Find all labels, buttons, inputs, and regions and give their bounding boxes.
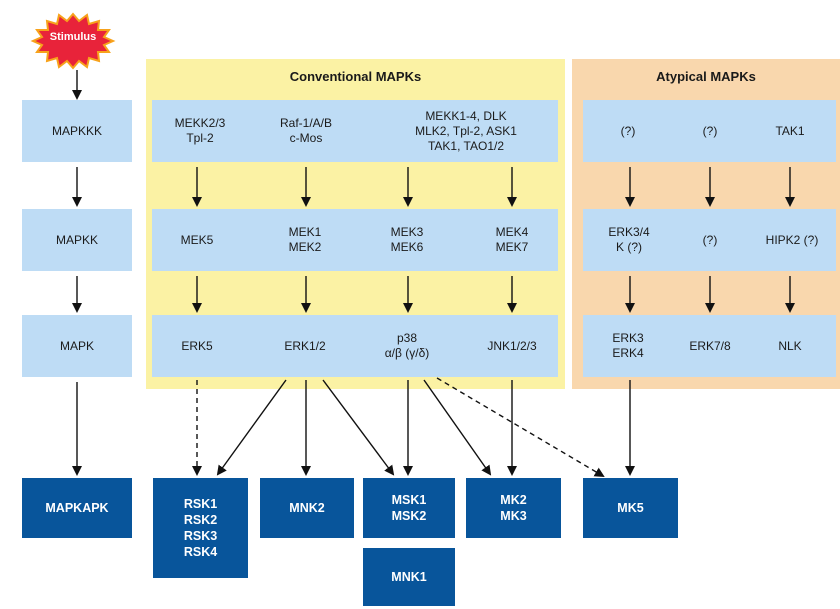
atypical-mapkkk-unknown-1: (?) — [620, 123, 636, 138]
mapk-p38: p38 α/β (γ/δ) — [384, 331, 430, 360]
stimulus-label: Stimulus — [49, 31, 97, 43]
mapk-jnk123: JNK1/2/3 — [487, 338, 537, 353]
atypical-mapkk-row — [583, 209, 836, 271]
atypical-mapkk-erk34k: ERK3/4 K (?) — [608, 225, 650, 254]
level-mapkk-label: MAPKK — [22, 209, 132, 271]
conventional-mapkk-row — [152, 209, 558, 271]
target-mk23: MK2 MK3 — [466, 478, 561, 538]
mapk-erk12: ERK1/2 — [284, 338, 326, 353]
conventional-mapkkk-row — [152, 100, 558, 162]
atypical-mapkk-unknown: (?) — [702, 232, 718, 247]
mapkk-mek47: MEK4 MEK7 — [495, 225, 529, 254]
level-mapkkk-label: MAPKKK — [22, 100, 132, 162]
mapkkk-raf: Raf-1/A/B c-Mos — [279, 116, 333, 145]
atypical-mapk-nlk: NLK — [778, 338, 802, 353]
target-msk12: MSK1 MSK2 — [363, 478, 455, 538]
dashed-arrow-p38-to-mk5 — [436, 377, 605, 478]
atypical-mapk-erk78: ERK7/8 — [689, 338, 731, 353]
atypical-mapk-row — [583, 315, 836, 377]
atypical-mapks-title: Atypical MAPKs — [656, 69, 756, 84]
target-mnk2: MNK2 — [260, 478, 354, 538]
mapkkk-mekk14-group: MEKK1-4, DLK MLK2, Tpl-2, ASK1 TAK1, TAO… — [415, 108, 517, 153]
stimulus-burst-icon — [30, 12, 116, 70]
mapkk-mek5: MEK5 — [180, 232, 214, 247]
mapkk-mek12: MEK1 MEK2 — [288, 225, 322, 254]
target-mk5: MK5 — [583, 478, 678, 538]
conventional-mapks-title: Conventional MAPKs — [289, 69, 422, 84]
target-rsk1-4: RSK1 RSK2 RSK3 RSK4 — [153, 478, 248, 578]
target-mnk1: MNK1 — [363, 548, 455, 606]
level-mapk-label: MAPK — [22, 315, 132, 377]
conventional-mapk-row — [152, 315, 558, 377]
arrow-erk12-to-rsk — [216, 379, 287, 476]
atypical-mapk-erk34: ERK3 ERK4 — [612, 331, 644, 360]
mapk-erk5: ERK5 — [181, 338, 213, 353]
arrow-erk12-to-msk — [322, 379, 395, 476]
level-mapkapk-label: MAPKAPK — [22, 478, 132, 538]
atypical-mapkkk-tak1: TAK1 — [775, 123, 805, 138]
mapkk-mek36: MEK3 MEK6 — [390, 225, 424, 254]
atypical-mapkkk-unknown-2: (?) — [702, 123, 718, 138]
mapkkk-mekk23: MEKK2/3 Tpl-2 — [174, 116, 226, 145]
atypical-mapkk-hipk2: HIPK2 (?) — [765, 232, 819, 247]
atypical-mapkkk-row — [583, 100, 836, 162]
arrow-p38-to-mk23 — [423, 379, 492, 476]
